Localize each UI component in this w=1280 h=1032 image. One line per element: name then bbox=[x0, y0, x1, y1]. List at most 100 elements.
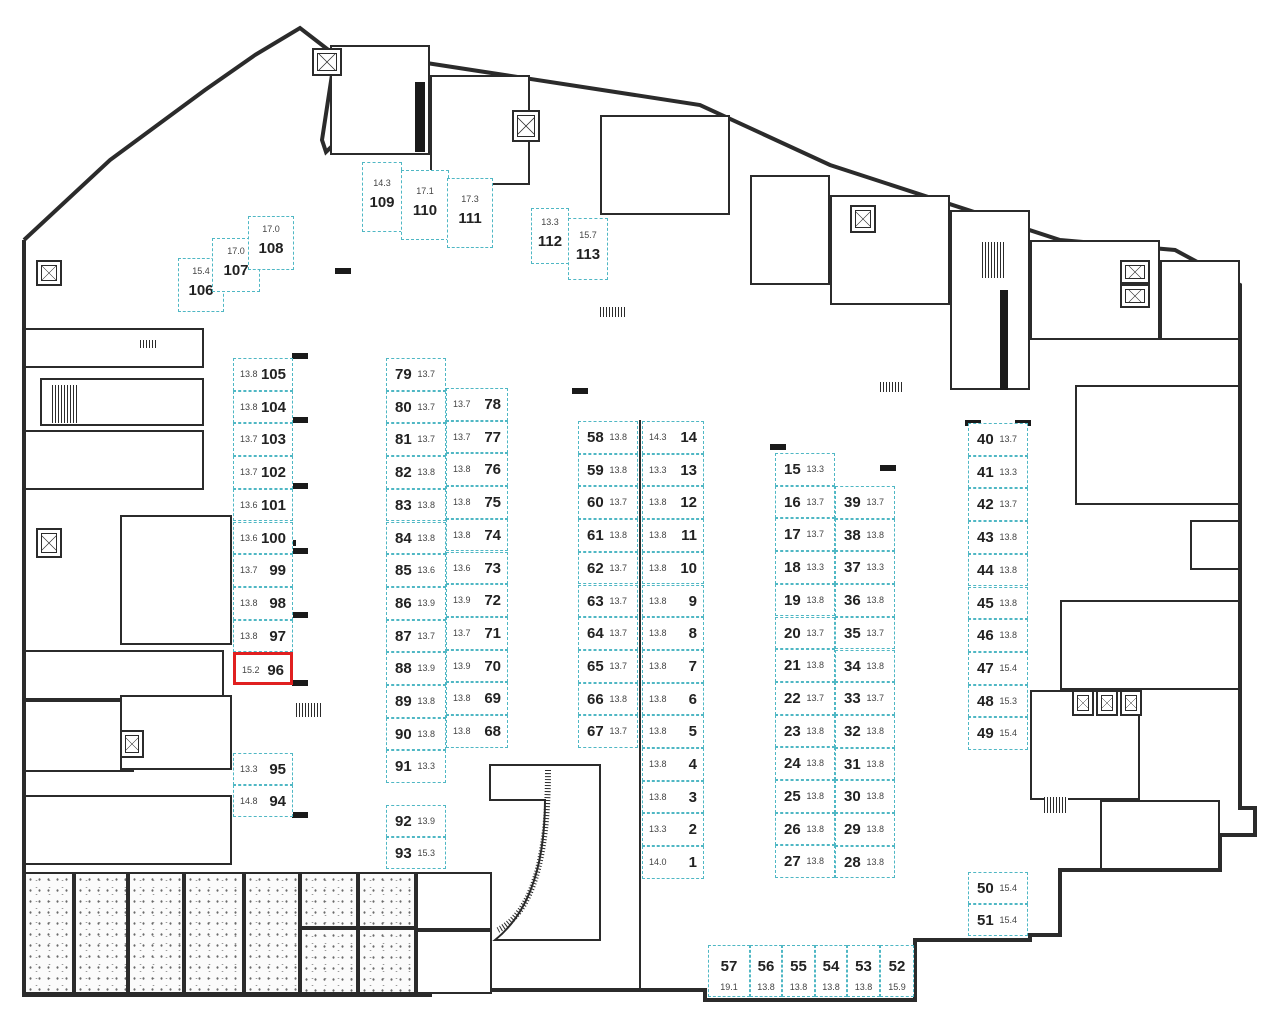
parking-spot[interactable]: 9315.3 bbox=[386, 837, 446, 869]
parking-spot[interactable]: 8813.9 bbox=[386, 652, 446, 685]
parking-spot[interactable]: 8913.8 bbox=[386, 685, 446, 718]
parking-spot[interactable]: 1613.7 bbox=[775, 485, 835, 519]
parking-spot[interactable]: 3413.8 bbox=[835, 649, 895, 683]
parking-spot[interactable]: 7813.7 bbox=[446, 388, 508, 421]
parking-spot[interactable]: 9414.8 bbox=[233, 785, 293, 817]
parking-spot[interactable]: 7413.8 bbox=[446, 518, 508, 552]
parking-spot[interactable]: 213.3 bbox=[642, 813, 704, 847]
parking-spot[interactable]: 3513.7 bbox=[835, 616, 895, 650]
parking-spot[interactable]: 8113.7 bbox=[386, 423, 446, 457]
parking-spot[interactable]: 413.8 bbox=[642, 748, 704, 781]
parking-spot[interactable]: 8013.7 bbox=[386, 390, 446, 424]
parking-spot[interactable]: 4915.4 bbox=[968, 717, 1028, 750]
parking-spot[interactable]: 1113.8 bbox=[642, 519, 704, 552]
parking-spot[interactable]: 10013.6 bbox=[233, 521, 293, 555]
parking-spot[interactable]: 313.8 bbox=[642, 780, 704, 814]
parking-spot[interactable]: 1013.8 bbox=[642, 551, 704, 585]
parking-spot[interactable]: 3713.3 bbox=[835, 551, 895, 585]
parking-spot[interactable]: 7313.6 bbox=[446, 551, 508, 585]
parking-spot[interactable]: 6113.8 bbox=[578, 519, 638, 552]
parking-spot[interactable]: 6713.7 bbox=[578, 715, 638, 748]
parking-spot[interactable]: 3613.8 bbox=[835, 584, 895, 617]
parking-spot[interactable]: 713.8 bbox=[642, 649, 704, 683]
parking-spot[interactable]: 9713.8 bbox=[233, 619, 293, 653]
parking-spot[interactable]: 7913.7 bbox=[386, 358, 446, 391]
parking-spot[interactable]: 5913.8 bbox=[578, 453, 638, 487]
parking-spot[interactable]: 6513.7 bbox=[578, 649, 638, 683]
parking-spot[interactable]: 8613.9 bbox=[386, 586, 446, 620]
parking-spot[interactable]: 3013.8 bbox=[835, 780, 895, 813]
parking-spot[interactable]: 5813.8 bbox=[578, 421, 638, 454]
parking-spot[interactable]: 2413.8 bbox=[775, 747, 835, 780]
parking-spot[interactable]: 5215.9 bbox=[880, 945, 914, 997]
parking-spot[interactable]: 813.8 bbox=[642, 617, 704, 650]
parking-spot[interactable]: 4715.4 bbox=[968, 651, 1028, 685]
parking-spot[interactable]: 7613.8 bbox=[446, 453, 508, 487]
parking-spot[interactable]: 9513.3 bbox=[233, 753, 293, 785]
parking-spot[interactable]: 2513.8 bbox=[775, 780, 835, 813]
parking-spot[interactable]: 1813.3 bbox=[775, 551, 835, 584]
parking-spot[interactable]: 913.8 bbox=[642, 584, 704, 618]
parking-spot[interactable]: 6313.7 bbox=[578, 584, 638, 618]
parking-spot[interactable]: 9913.7 bbox=[233, 554, 293, 587]
parking-spot[interactable]: 7213.9 bbox=[446, 584, 508, 617]
parking-spot[interactable]: 10413.8 bbox=[233, 390, 293, 424]
parking-spot[interactable]: 2013.7 bbox=[775, 616, 835, 650]
parking-spot[interactable]: 10513.8 bbox=[233, 358, 293, 391]
parking-spot[interactable]: 5513.8 bbox=[782, 945, 815, 997]
parking-spot[interactable]: 1913.8 bbox=[775, 583, 835, 617]
parking-spot[interactable]: 1414.3 bbox=[642, 421, 704, 454]
parking-spot[interactable]: 1213.8 bbox=[642, 486, 704, 520]
parking-spot[interactable]: 114.0 bbox=[642, 846, 704, 879]
parking-spot[interactable]: 6013.7 bbox=[578, 486, 638, 520]
parking-spot[interactable]: 8413.8 bbox=[386, 521, 446, 555]
parking-spot[interactable]: 11315.7 bbox=[568, 218, 608, 280]
parking-spot[interactable]: 10313.7 bbox=[233, 423, 293, 457]
parking-spot[interactable]: 8713.7 bbox=[386, 619, 446, 653]
parking-spot[interactable]: 3213.8 bbox=[835, 714, 895, 748]
parking-spot[interactable]: 2713.8 bbox=[775, 845, 835, 879]
parking-spot[interactable]: 8513.6 bbox=[386, 554, 446, 587]
parking-spot[interactable]: 9113.3 bbox=[386, 750, 446, 784]
parking-spot[interactable]: 9813.8 bbox=[233, 586, 293, 620]
parking-spot[interactable]: 2213.7 bbox=[775, 681, 835, 715]
parking-spot[interactable]: 4513.8 bbox=[968, 586, 1028, 620]
parking-spot[interactable]: 5015.4 bbox=[968, 872, 1028, 904]
parking-spot[interactable]: 3113.8 bbox=[835, 747, 895, 781]
parking-spot[interactable]: 10817.0 bbox=[248, 216, 294, 270]
parking-spot[interactable]: 7513.8 bbox=[446, 486, 508, 519]
parking-spot[interactable]: 5719.1 bbox=[708, 945, 750, 997]
parking-spot[interactable]: 4613.8 bbox=[968, 619, 1028, 652]
parking-spot[interactable]: 3313.7 bbox=[835, 682, 895, 715]
parking-spot[interactable]: 1513.3 bbox=[775, 453, 835, 486]
parking-spot[interactable]: 7013.9 bbox=[446, 649, 508, 683]
parking-spot[interactable]: 613.8 bbox=[642, 682, 704, 716]
parking-spot[interactable]: 11017.1 bbox=[401, 170, 449, 240]
parking-spot[interactable]: 3813.8 bbox=[835, 518, 895, 552]
parking-spot[interactable]: 5413.8 bbox=[815, 945, 847, 997]
parking-spot[interactable]: 6413.7 bbox=[578, 617, 638, 650]
parking-spot[interactable]: 7713.7 bbox=[446, 420, 508, 454]
parking-spot[interactable]: 8313.8 bbox=[386, 488, 446, 522]
parking-spot[interactable]: 10213.7 bbox=[233, 456, 293, 489]
parking-spot[interactable]: 8213.8 bbox=[386, 456, 446, 489]
parking-spot[interactable]: 7113.7 bbox=[446, 616, 508, 650]
parking-spot[interactable]: 513.8 bbox=[642, 715, 704, 748]
parking-spot[interactable]: 3913.7 bbox=[835, 486, 895, 519]
parking-spot[interactable]: 4815.3 bbox=[968, 684, 1028, 718]
parking-spot[interactable]: 2813.8 bbox=[835, 845, 895, 879]
parking-spot[interactable]: 4413.8 bbox=[968, 553, 1028, 587]
parking-spot-selected[interactable]: 9615.2 bbox=[233, 652, 293, 685]
parking-spot[interactable]: 2613.8 bbox=[775, 812, 835, 846]
parking-spot[interactable]: 5313.8 bbox=[847, 945, 880, 997]
parking-spot[interactable]: 1713.7 bbox=[775, 518, 835, 552]
parking-spot[interactable]: 6813.8 bbox=[446, 715, 508, 748]
parking-spot[interactable]: 1313.3 bbox=[642, 453, 704, 487]
parking-spot[interactable]: 4113.3 bbox=[968, 455, 1028, 489]
parking-spot[interactable]: 9213.9 bbox=[386, 805, 446, 837]
parking-spot[interactable]: 9013.8 bbox=[386, 717, 446, 751]
parking-spot[interactable]: 4213.7 bbox=[968, 488, 1028, 522]
parking-spot[interactable]: 6613.8 bbox=[578, 682, 638, 716]
parking-spot[interactable]: 6213.7 bbox=[578, 551, 638, 585]
parking-spot[interactable]: 4313.8 bbox=[968, 521, 1028, 554]
